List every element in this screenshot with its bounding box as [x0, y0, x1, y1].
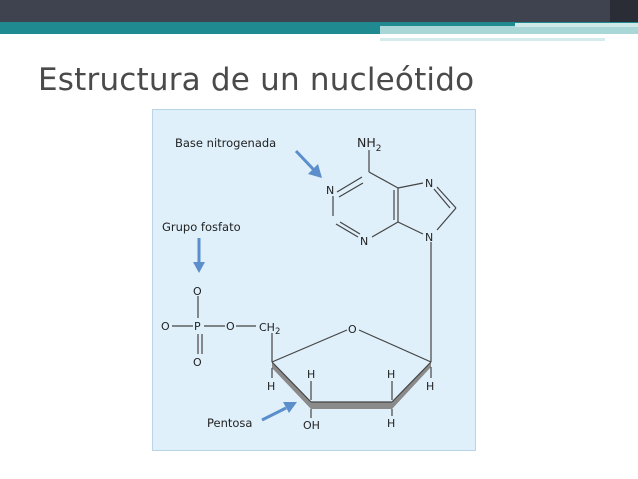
hydrogen-c3: H — [307, 368, 315, 381]
atom-n9: N — [425, 231, 433, 244]
atom-n1: N — [326, 184, 334, 197]
phosphate-label: Grupo fosfato — [162, 220, 241, 234]
phosphate-group — [172, 296, 273, 362]
pentose-label: Pentosa — [207, 416, 252, 430]
header-corner-block — [610, 0, 638, 22]
phosphate-oxygen-right: O — [226, 320, 235, 333]
ring-oxygen: O — [348, 323, 357, 336]
base-label: Base nitrogenada — [175, 136, 276, 150]
pentose-ring — [271, 329, 432, 418]
top-header-bar — [0, 0, 638, 22]
phosphorus-atom: P — [194, 320, 201, 333]
pentose-pointer-arrow — [261, 402, 297, 422]
hydrogen-c2-lower: H — [387, 417, 395, 430]
amine-group: NH2 — [357, 135, 381, 154]
nucleotide-diagram-panel — [152, 109, 476, 451]
phosphate-oxygen-top: O — [193, 285, 202, 298]
hydrogen-c2: H — [387, 368, 395, 381]
hydrogen-c4: H — [267, 380, 275, 393]
adenine-base — [332, 150, 457, 362]
hydroxyl-c3: OH — [303, 419, 320, 432]
slide-title: Estructura de un nucleótido — [38, 62, 475, 98]
accent-divider-line — [380, 38, 605, 41]
atom-n3: N — [360, 235, 368, 248]
atom-n7: N — [425, 177, 433, 190]
phosphate-oxygen-bottom: O — [193, 356, 202, 369]
teal-accent-band — [0, 22, 638, 34]
ch2-group: CH2 — [259, 321, 280, 337]
base-pointer-arrow — [294, 149, 322, 178]
phosphate-pointer-arrow — [193, 238, 205, 273]
teal-light-stripe — [380, 26, 638, 34]
hydrogen-c1: H — [426, 380, 434, 393]
phosphate-oxygen-left: O — [161, 320, 170, 333]
teal-lighter-stripe — [515, 23, 638, 27]
